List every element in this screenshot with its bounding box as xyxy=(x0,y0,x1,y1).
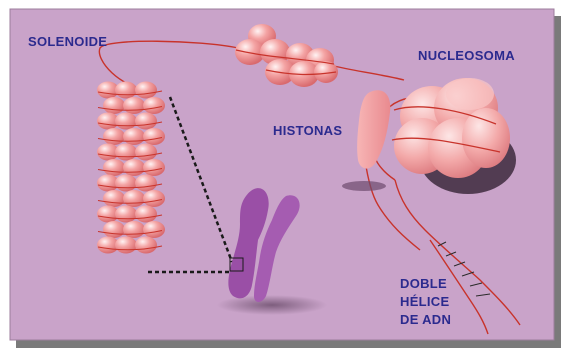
solenoid-bead xyxy=(115,175,137,192)
solenoid-bead xyxy=(135,113,157,130)
solenoid-bead xyxy=(143,128,165,145)
solenoid-bead xyxy=(103,159,125,176)
solenoid-column xyxy=(97,82,165,254)
solenoid-bead xyxy=(115,144,137,161)
solenoid-bead xyxy=(103,221,125,238)
solenoid-bead xyxy=(115,206,137,223)
solenoid-bead xyxy=(103,190,125,207)
solenoid-bead xyxy=(115,113,137,130)
solenoid-bead xyxy=(135,144,157,161)
solenoid-bead xyxy=(115,82,137,99)
solenoid-bead xyxy=(143,97,165,114)
solenoid-bead xyxy=(123,190,145,207)
solenoid-bead xyxy=(135,82,157,99)
label-doble-helice-1: DOBLE xyxy=(400,276,447,292)
label-doble-helice-2: HÉLICE xyxy=(400,294,449,310)
solenoid-bead xyxy=(103,97,125,114)
solenoid-bead xyxy=(135,175,157,192)
solenoid-bead xyxy=(143,221,165,238)
solenoid-bead xyxy=(143,190,165,207)
solenoid-bead xyxy=(123,97,145,114)
solenoid-bead xyxy=(123,159,145,176)
solenoid-bead xyxy=(123,221,145,238)
label-solenoide: SOLENOIDE xyxy=(28,34,107,50)
label-histonas: HISTONAS xyxy=(273,123,342,139)
solenoid-bead xyxy=(103,128,125,145)
solenoid-bead xyxy=(135,206,157,223)
label-nucleosoma: NUCLEOSOMA xyxy=(418,48,515,64)
solenoid-bead xyxy=(143,159,165,176)
label-doble-helice-3: DE ADN xyxy=(400,312,451,328)
solenoid-bead xyxy=(123,128,145,145)
solenoid-bead xyxy=(135,237,157,254)
solenoid-bead xyxy=(115,237,137,254)
